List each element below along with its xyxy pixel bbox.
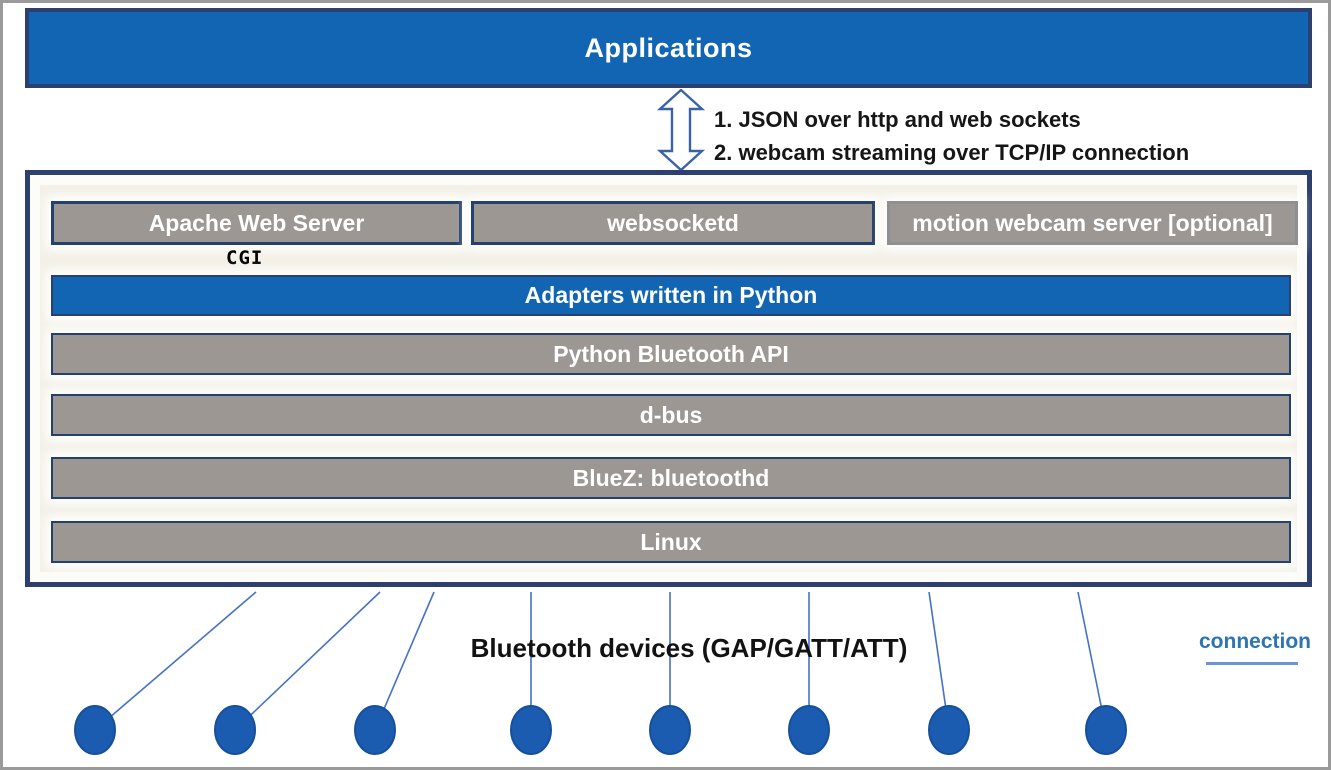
applications-layer: Applications	[25, 8, 1312, 88]
connection-lines	[94, 591, 1107, 731]
bluetooth-device-nodes	[74, 705, 1127, 755]
protocol-note-1: 1. JSON over http and web sockets	[714, 107, 1081, 132]
layer-bluez-bluetoothd-label: BlueZ: bluetoothd	[572, 464, 770, 491]
motion-webcam-server-label: motion webcam server [optional]	[912, 209, 1273, 236]
bluetooth-device-node	[1085, 705, 1127, 755]
layer-adapters-python-label: Adapters written in Python	[524, 282, 818, 308]
layer-adapters-python: Adapters written in Python	[51, 275, 1291, 316]
layer-bluez-bluetoothd: BlueZ: bluetoothd	[51, 457, 1291, 499]
bluetooth-device-node	[928, 705, 970, 755]
bluetooth-device-node	[354, 705, 396, 755]
server-stack-panel: Apache Web Server websocketd motion webc…	[25, 170, 1312, 587]
bluetooth-devices-label: Bluetooth devices (GAP/GATT/ATT)	[470, 633, 908, 663]
updown-arrow-icon	[657, 89, 705, 171]
layer-python-bluetooth-api: Python Bluetooth API	[51, 333, 1291, 375]
connection-legend-line	[1206, 662, 1298, 665]
bluetooth-device-node	[510, 705, 552, 755]
websocketd-label: websocketd	[607, 209, 739, 236]
connection-line	[94, 591, 257, 731]
applications-label: Applications	[584, 32, 753, 63]
bluetooth-device-node	[214, 705, 256, 755]
bluetooth-device-node	[74, 705, 116, 755]
layer-linux: Linux	[51, 521, 1291, 563]
layer-dbus-label: d-bus	[639, 401, 703, 428]
apache-web-server-label: Apache Web Server	[148, 209, 365, 236]
cgi-label: CGI	[226, 247, 264, 269]
layer-linux-label: Linux	[640, 528, 702, 555]
protocol-notes: 1. JSON over http and web sockets 2. web…	[714, 103, 1189, 169]
connection-line	[374, 591, 435, 731]
layer-dbus: d-bus	[51, 394, 1291, 436]
motion-webcam-server-box: motion webcam server [optional]	[887, 201, 1298, 245]
bluetooth-device-node	[649, 705, 691, 755]
device-connections-svg	[74, 591, 1127, 755]
connection-line	[234, 591, 381, 731]
protocol-note-2: 2. webcam streaming over TCP/IP connecti…	[714, 140, 1190, 165]
apache-web-server-box: Apache Web Server	[51, 201, 462, 245]
connection-legend-label: connection	[1199, 630, 1312, 653]
bluetooth-device-node	[788, 705, 830, 755]
websocketd-box: websocketd	[471, 201, 875, 245]
layer-python-bluetooth-api-label: Python Bluetooth API	[553, 340, 789, 367]
